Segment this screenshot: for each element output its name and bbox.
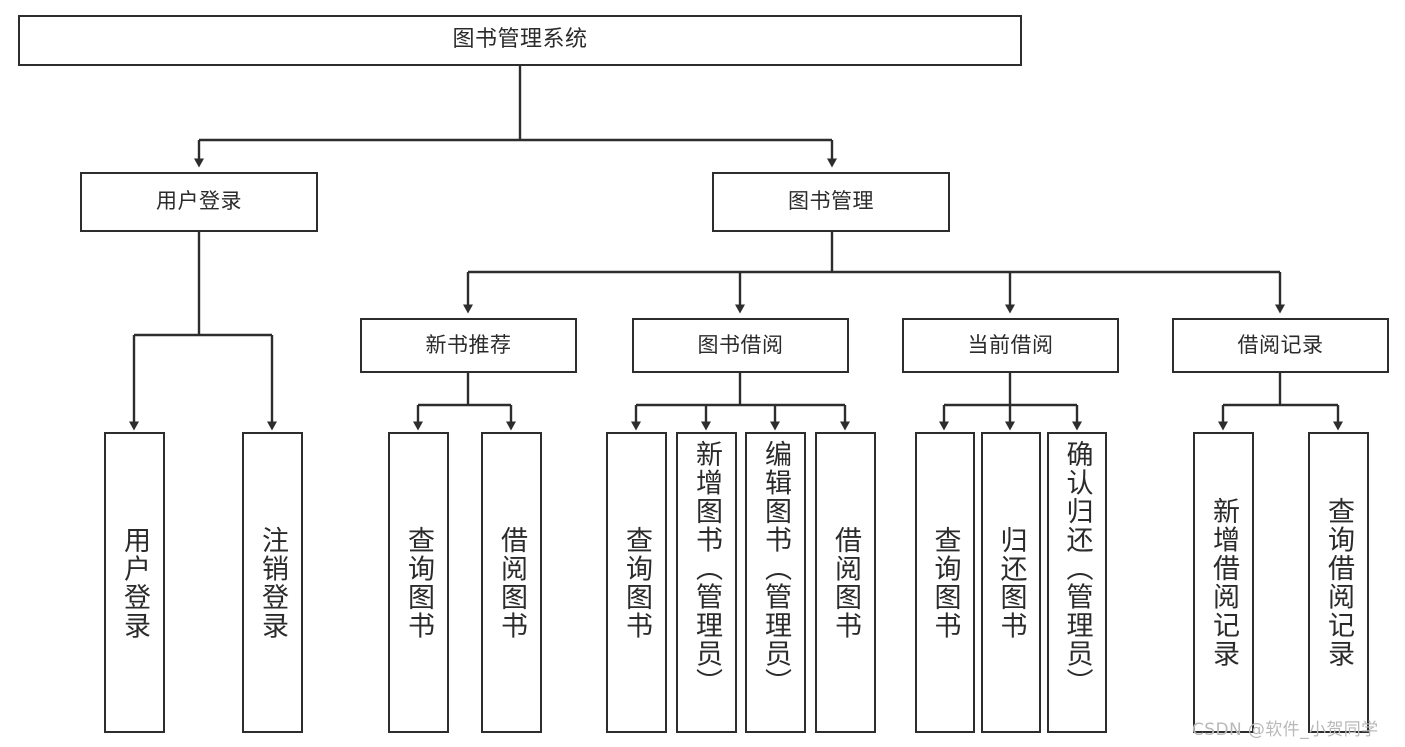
node-label: 查询借阅记录 xyxy=(1323,497,1354,668)
node-label: 图书借阅 xyxy=(697,332,784,357)
node-label: 归还图书 xyxy=(995,525,1027,640)
node-label: 注销登录 xyxy=(257,525,288,640)
leaf-return-book[interactable]: 归还图书 xyxy=(981,432,1041,733)
leaf-add-book-admin[interactable]: 新增图书（管理员） xyxy=(676,432,737,733)
leaf-query-borrow-record[interactable]: 查询借阅记录 xyxy=(1308,432,1369,733)
node-borrow-record[interactable]: 借阅记录 xyxy=(1172,318,1389,373)
leaf-logout-login[interactable]: 注销登录 xyxy=(242,432,303,733)
node-label: 图书管理系统 xyxy=(452,27,588,53)
node-label: 借阅图书 xyxy=(830,525,861,640)
leaf-borrow-book-recommend[interactable]: 借阅图书 xyxy=(481,432,542,733)
node-label: 查询图书 xyxy=(621,525,652,640)
node-label: 新书推荐 xyxy=(425,332,512,357)
node-label: 查询图书 xyxy=(403,525,434,640)
leaf-user-login[interactable]: 用户登录 xyxy=(104,432,165,733)
node-current-borrow[interactable]: 当前借阅 xyxy=(902,318,1119,373)
node-label: 新增借阅记录 xyxy=(1208,497,1239,668)
leaf-query-book-recommend[interactable]: 查询图书 xyxy=(388,432,449,733)
csdn-watermark: CSDN @软件_小贺同学 xyxy=(1192,720,1379,740)
node-label: 编辑图书（管理员） xyxy=(760,440,791,697)
node-book-borrow[interactable]: 图书借阅 xyxy=(632,318,849,373)
node-label: 查询图书 xyxy=(929,525,961,640)
node-user-login[interactable]: 用户登录 xyxy=(80,172,318,232)
leaf-confirm-return-admin[interactable]: 确认归还（管理员） xyxy=(1047,432,1107,733)
leaf-edit-book-admin[interactable]: 编辑图书（管理员） xyxy=(745,432,806,733)
leaf-borrow-book[interactable]: 借阅图书 xyxy=(815,432,876,733)
node-label: 借阅记录 xyxy=(1237,332,1324,357)
leaf-query-book-current[interactable]: 查询图书 xyxy=(915,432,975,733)
node-label: 用户登录 xyxy=(119,525,150,640)
leaf-add-borrow-record[interactable]: 新增借阅记录 xyxy=(1193,432,1254,733)
node-new-book-recommend[interactable]: 新书推荐 xyxy=(360,318,577,373)
node-label: 新增图书（管理员） xyxy=(691,440,722,697)
node-book-management[interactable]: 图书管理 xyxy=(712,172,950,232)
node-label: 用户登录 xyxy=(156,189,242,214)
node-label: 图书管理 xyxy=(788,189,874,214)
node-label: 确认归还（管理员） xyxy=(1061,440,1093,697)
leaf-query-book-borrow[interactable]: 查询图书 xyxy=(606,432,667,733)
node-root-book-management-system[interactable]: 图书管理系统 xyxy=(18,15,1022,66)
node-label: 当前借阅 xyxy=(967,332,1054,357)
node-label: 借阅图书 xyxy=(496,525,527,640)
